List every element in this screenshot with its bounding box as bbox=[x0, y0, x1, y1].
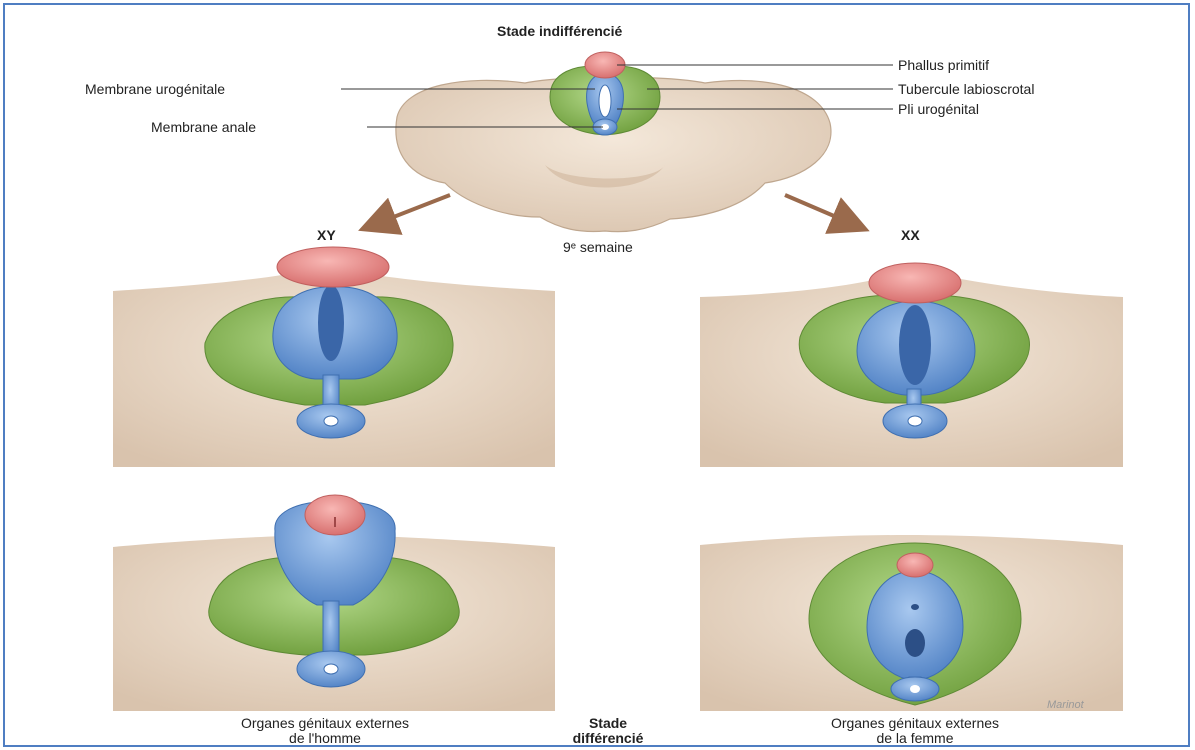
caption-male-line-1: Organes génitaux externes bbox=[155, 716, 495, 731]
caption-male-line-2: de l'homme bbox=[155, 731, 495, 746]
caption-female: Organes génitaux externes de la femme bbox=[745, 716, 1085, 746]
caption-center-line-1: Stade bbox=[553, 716, 663, 731]
label-pli-urogenital: Pli urogénital bbox=[898, 101, 979, 117]
label-xy: XY bbox=[317, 227, 336, 243]
artist-signature: Marinot bbox=[1047, 699, 1084, 711]
label-xx: XX bbox=[901, 227, 920, 243]
diagram-frame: Stade indifférencié Phallus primitif Tub… bbox=[3, 3, 1190, 747]
label-phallus-primitif: Phallus primitif bbox=[898, 57, 989, 73]
arrow-to-xy bbox=[373, 195, 450, 225]
title-indifferent-stage: Stade indifférencié bbox=[497, 23, 622, 39]
caption-female-line-2: de la femme bbox=[745, 731, 1085, 746]
indifferent-stage-figure bbox=[396, 52, 831, 232]
caption-female-line-1: Organes génitaux externes bbox=[745, 716, 1085, 731]
diagram-illustration bbox=[5, 5, 1190, 747]
membrane-urogenitale bbox=[599, 85, 611, 117]
female-early-panel bbox=[700, 263, 1123, 467]
label-membrane-anale: Membrane anale bbox=[151, 119, 256, 135]
label-week: 9ᵉ semaine bbox=[563, 239, 633, 255]
caption-center: Stade différencié bbox=[553, 716, 663, 746]
female-final-panel bbox=[700, 535, 1123, 711]
arrow-to-xx bbox=[785, 195, 855, 225]
label-tubercule-labioscrotal: Tubercule labioscrotal bbox=[898, 81, 1034, 97]
caption-center-line-2: différencié bbox=[553, 731, 663, 746]
label-membrane-urogenitale: Membrane urogénitale bbox=[85, 81, 225, 97]
male-final-panel bbox=[113, 495, 555, 711]
male-early-panel bbox=[113, 247, 555, 467]
caption-male: Organes génitaux externes de l'homme bbox=[155, 716, 495, 746]
